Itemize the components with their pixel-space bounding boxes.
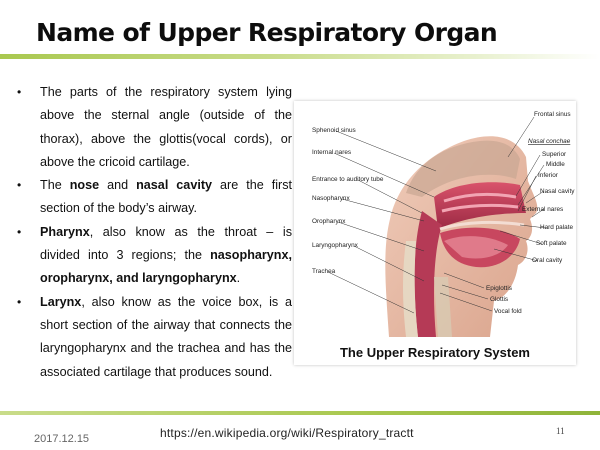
label-nasal-conchae: Nasal conchae: [528, 138, 571, 145]
label-epiglottis: Epiglottis: [486, 285, 512, 292]
label-nasal-cavity: Nasal cavity: [540, 188, 575, 195]
label-vocal-fold: Vocal fold: [494, 308, 522, 315]
label-glottis: Glottis: [490, 296, 508, 303]
label-inferior: Inferior: [538, 172, 559, 179]
bullet-text: Larynx, also know as the voice box, is a…: [40, 295, 292, 379]
bullet-text: Pharynx, also know as the throat – is di…: [40, 225, 292, 286]
bullet-list: • The parts of the respiratory system lyi…: [14, 81, 292, 384]
bullet-text: The parts of the respiratory system lyin…: [40, 85, 292, 169]
bold-term: nose: [69, 178, 100, 193]
label-laryngopharynx: Laryngopharynx: [312, 242, 359, 249]
text-run: , also know as the voice box, is a short…: [40, 294, 292, 379]
text-run: and: [99, 178, 137, 193]
bullet-item: • The parts of the respiratory system lyi…: [14, 81, 292, 174]
text-run: The parts of the respiratory system lyin…: [40, 85, 292, 169]
label-hard-palate: Hard palate: [540, 224, 573, 231]
footer-bar: [0, 411, 600, 415]
bullet-text: The nose and nasal cavity are the first …: [40, 178, 292, 215]
label-auditory-tube: Entrance to auditory tube: [312, 176, 384, 183]
label-frontal-sinus: Frontal sinus: [534, 111, 571, 118]
bullet-item: • Larynx, also know as the voice box, is …: [14, 291, 292, 384]
footer-date: 2017.12.15: [34, 433, 90, 445]
bullet-dot-icon: •: [17, 178, 22, 193]
slide-title: Name of Upper Respiratory Organ: [36, 18, 498, 47]
page-number: 11: [556, 426, 565, 436]
label-nasopharynx: Nasopharynx: [312, 195, 350, 202]
title-underline-bar: [0, 54, 600, 59]
bold-term: nasopharynx, oropharynx, and laryngophar…: [40, 248, 292, 286]
bold-term: nasal cavity: [136, 178, 213, 193]
figure-caption: The Upper Respiratory System: [339, 345, 530, 360]
label-external-nares: External nares: [522, 206, 563, 213]
bold-term: Larynx: [40, 294, 82, 309]
label-internal-nares: Internal nares: [312, 149, 351, 156]
bullet-item: • Pharynx, also know as the throat – is d…: [14, 221, 292, 291]
bullet-dot-icon: •: [17, 294, 22, 309]
text-run: The: [40, 178, 70, 193]
bullet-item: • The nose and nasal cavity are the first…: [14, 174, 292, 221]
label-sphenoid-sinus: Sphenoid sinus: [312, 127, 356, 134]
bullet-dot-icon: •: [17, 224, 22, 239]
label-superior: Superior: [542, 151, 567, 158]
bullet-dot-icon: •: [17, 85, 22, 99]
anatomy-illustration: Sphenoid sinus Internal nares Entrance t…: [294, 111, 576, 365]
label-soft-palate: Soft palate: [536, 240, 567, 247]
bold-term: Pharynx: [40, 224, 90, 239]
label-trachea: Trachea: [312, 268, 336, 275]
label-middle: Middle: [546, 161, 565, 168]
text-run: are the first section of the body’s airw…: [40, 178, 292, 216]
source-link[interactable]: https://en.wikipedia.org/wiki/Respirator…: [160, 426, 414, 440]
text-run: , also know as the throat – is divided i…: [40, 224, 292, 263]
text-run: .: [236, 271, 241, 286]
label-oropharynx: Oropharynx: [312, 218, 346, 225]
respiratory-system-figure: Sphenoid sinus Internal nares Entrance t…: [294, 101, 576, 365]
label-oral-cavity: Oral cavity: [532, 257, 563, 264]
